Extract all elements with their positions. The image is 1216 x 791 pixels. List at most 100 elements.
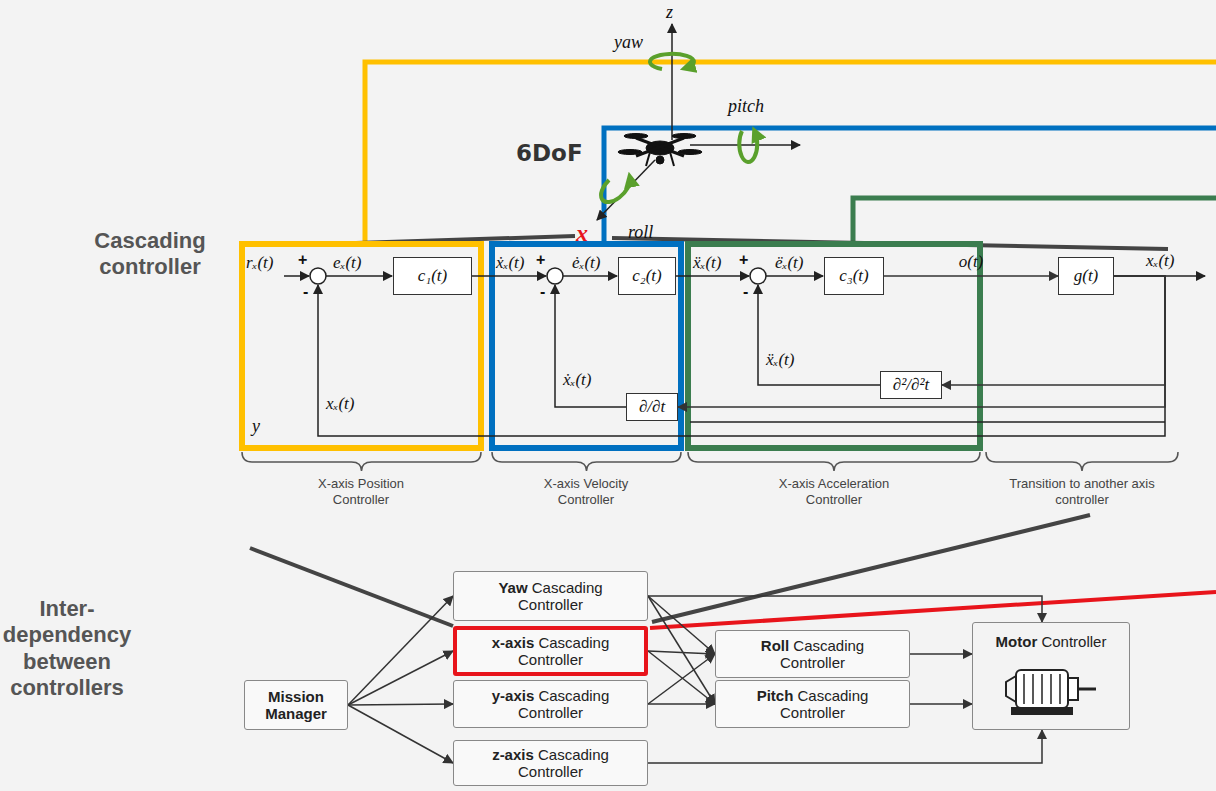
controller-block: c₃(t)	[824, 257, 884, 295]
drawing-part	[624, 134, 648, 139]
y-axis-arrow	[690, 144, 800, 146]
z-axis-arrow	[671, 24, 673, 140]
drawing-part	[555, 285, 626, 407]
brace-caption: X-axis Position Controller	[301, 476, 421, 509]
drone-icon	[618, 134, 702, 167]
connector	[942, 276, 1165, 385]
sign-mark: +	[739, 251, 748, 269]
drawing-part	[672, 134, 696, 139]
axis-label: x	[576, 220, 588, 247]
motor-fin	[1023, 674, 1025, 704]
zoom-line	[250, 548, 453, 626]
drawing-part	[618, 150, 642, 155]
edge-label: o(t)	[959, 252, 984, 272]
drawing-part	[766, 275, 823, 277]
velocity-link-line	[604, 128, 1216, 244]
controller-box: z-axis Cascading Controller	[453, 740, 648, 786]
signal-name: rₓ(t)	[246, 253, 274, 273]
rotation-label: pitch	[728, 96, 764, 117]
signal-name: ẋₓ(t)	[563, 370, 591, 390]
brace-caption: Transition to another axis controller	[997, 476, 1167, 509]
connector	[648, 651, 715, 704]
zoom-line	[652, 515, 1090, 622]
sign-mark: -	[303, 283, 308, 301]
drawing-part	[563, 275, 617, 277]
curly-brace	[492, 452, 681, 471]
signal-name: ẍₓ(t)	[693, 253, 721, 273]
drawing-part	[318, 276, 1165, 436]
box-label: c₁(t)	[418, 266, 448, 286]
connector	[648, 703, 715, 705]
drawing-part	[1024, 674, 1060, 704]
pitch-arrow	[739, 131, 757, 162]
curly-brace	[986, 452, 1178, 471]
controller-block: c₁(t)	[393, 257, 472, 295]
sign-mark: -	[743, 283, 748, 301]
controller-box: y-axis Cascading Controller	[453, 680, 648, 728]
box-label: Roll Cascading Controller	[738, 637, 888, 672]
signal-name: xₓ(t)	[326, 394, 354, 414]
drawing-part	[1006, 676, 1016, 702]
controller-box: x-axis Cascading Controller	[453, 626, 648, 676]
drawing-part	[1068, 678, 1078, 700]
curly-brace	[688, 452, 980, 471]
rotation-label: roll	[628, 222, 653, 243]
connector	[910, 653, 972, 655]
summing-junction	[310, 268, 326, 284]
drawing-part	[1078, 688, 1096, 691]
box-label: Motor Controller	[996, 633, 1107, 650]
connector	[348, 651, 453, 705]
connector	[910, 703, 972, 705]
motor-fin	[1041, 674, 1043, 704]
motor-icon	[1006, 670, 1096, 714]
box-label: x-axis Cascading Controller	[476, 634, 626, 669]
box-label: g(t)	[1074, 266, 1099, 286]
mission-box: Mission Manager	[244, 680, 348, 730]
motor-fin	[1059, 674, 1061, 704]
connector	[648, 596, 715, 704]
signal-name: ẍₓ(t)	[766, 350, 794, 370]
drawing-part	[690, 421, 1165, 423]
connector	[648, 654, 715, 704]
sign-mark: +	[298, 251, 307, 269]
sign-mark: -	[540, 283, 545, 301]
connector	[884, 275, 1058, 277]
signal-name: eₓ(t)	[333, 253, 361, 273]
rotation-label: yaw	[614, 32, 643, 53]
drawing-part	[1012, 708, 1072, 714]
position-frame	[242, 244, 481, 448]
connector	[678, 276, 1165, 407]
roll-arrow	[601, 178, 630, 202]
connector	[348, 596, 453, 705]
connector	[648, 730, 1042, 763]
acceleration-frame	[688, 244, 980, 448]
box-label: c₃(t)	[839, 266, 869, 286]
controller-box: Roll Cascading Controller	[715, 630, 910, 678]
velocity-frame	[492, 244, 681, 448]
motor-box: Motor Controller	[972, 622, 1130, 730]
xaxis-link-line	[650, 592, 1216, 628]
connector	[648, 596, 1042, 622]
drawing-part	[678, 150, 702, 155]
signal-wires	[284, 276, 1205, 436]
brace-caption: X-axis Velocity Controller	[526, 476, 646, 509]
signal-name: ëₓ(t)	[775, 253, 803, 273]
summing-junction	[750, 268, 766, 284]
derivative-block: ∂²/∂²t	[880, 371, 942, 399]
box-label: Pitch Cascading Controller	[738, 687, 888, 722]
dof-label: 6DoF	[516, 140, 583, 166]
x-axis-arrow	[597, 160, 655, 220]
summing-junction	[547, 268, 563, 284]
curly-brace	[242, 452, 481, 471]
drawing-part	[646, 152, 650, 166]
box-label: y-axis Cascading Controller	[476, 687, 626, 722]
connector	[648, 596, 715, 654]
axis-label: y	[252, 416, 260, 437]
box-label: ∂/∂t	[639, 397, 665, 417]
brace-group	[242, 452, 1178, 471]
box-label: c₂(t)	[632, 266, 662, 286]
drawing-part	[1016, 670, 1068, 708]
connector	[348, 705, 453, 763]
axis-label: z	[666, 2, 673, 23]
